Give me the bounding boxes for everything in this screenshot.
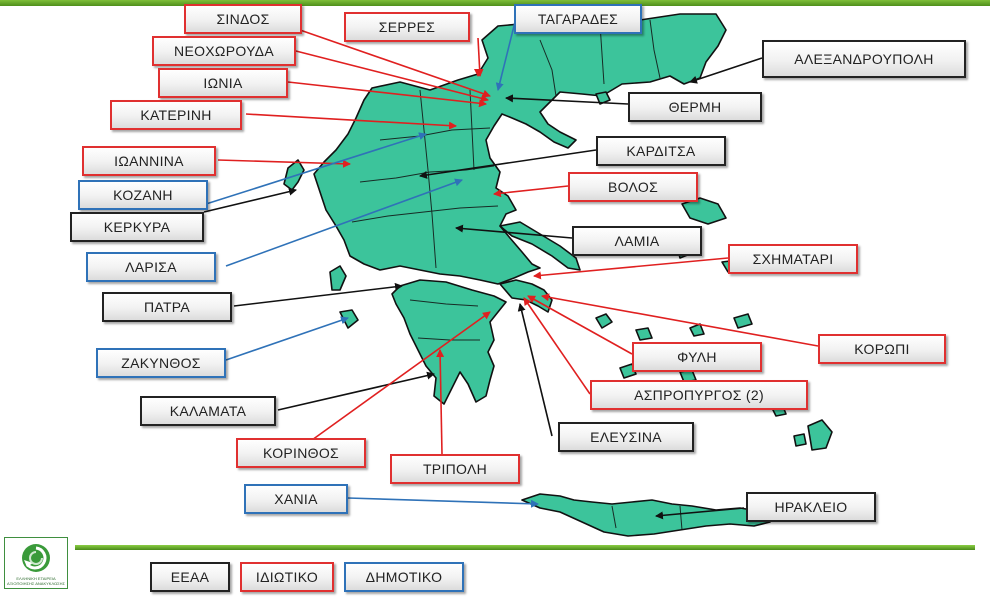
label-tagarades: ΤΑΓΑΡΑΔΕΣ xyxy=(514,4,642,34)
corfu-island xyxy=(283,159,305,191)
organization-logo: ΕΛΛΗΝΙΚΗ ΕΤΑΙΡΕΙΑ ΑΞΙΟΠΟΙΗΣΗΣ ΑΝΑΚΥΚΛΩΣΗ… xyxy=(4,537,68,589)
legend-municipal: ΔΗΜΟΤΙΚΟ xyxy=(344,562,464,592)
kefalonia-island xyxy=(329,265,347,291)
attica-region xyxy=(499,279,553,313)
label-tripoli: ΤΡΙΠΟΛΗ xyxy=(390,454,520,484)
label-sindos: ΣΙΝΔΟΣ xyxy=(184,4,302,34)
lesbos-island xyxy=(681,197,727,225)
dodecanese-island-2 xyxy=(793,433,807,447)
label-larisa: ΛΑΡΙΣΑ xyxy=(86,252,216,282)
label-irakleio: ΗΡΑΚΛΕΙΟ xyxy=(746,492,876,522)
label-fyli: ΦΥΛΗ xyxy=(632,342,762,372)
legend-eeaa: ΕΕΑΑ xyxy=(150,562,230,592)
label-patra: ΠΑΤΡΑ xyxy=(102,292,232,322)
cyclades-island-4 xyxy=(689,323,705,337)
label-zakynthos: ΖΑΚΥΝΘΟΣ xyxy=(96,348,226,378)
label-ioannina: ΙΩΑΝΝΙΝΑ xyxy=(82,146,216,176)
cyclades-island-5 xyxy=(733,313,753,329)
label-elefsina: ΕΛΕΥΣΙΝΑ xyxy=(558,422,694,452)
crete-island xyxy=(521,493,771,537)
label-thermi: ΘΕΡΜΗ xyxy=(628,92,762,122)
label-neochorouda: ΝΕΟΧΩΡΟΥΔΑ xyxy=(152,36,296,66)
legend-private: ΙΔΙΩΤΙΚΟ xyxy=(240,562,334,592)
top-green-bar xyxy=(0,0,990,6)
thasos-island xyxy=(595,91,611,105)
label-chania: ΧΑΝΙΑ xyxy=(244,484,348,514)
cyclades-island-2 xyxy=(635,327,653,341)
bottom-green-bar xyxy=(75,545,975,550)
label-kozani: ΚΟΖΑΝΗ xyxy=(78,180,208,210)
label-ionia: ΙΩΝΙΑ xyxy=(158,68,288,98)
rhodes-island xyxy=(807,419,833,451)
recycle-icon xyxy=(22,544,50,572)
label-volos: ΒΟΛΟΣ xyxy=(568,172,698,202)
label-lamia: ΛΑΜΙΑ xyxy=(572,226,702,256)
label-katerini: ΚΑΤΕΡΙΝΗ xyxy=(110,100,242,130)
label-alexandroupoli: ΑΛΕΞΑΝΔΡΟΥΠΟΛΗ xyxy=(762,40,966,78)
label-koropi: ΚΟΡΩΠΙ xyxy=(818,334,946,364)
label-schimatari: ΣΧΗΜΑΤΑΡΙ xyxy=(728,244,858,274)
logo-text: ΕΛΛΗΝΙΚΗ ΕΤΑΙΡΕΙΑ ΑΞΙΟΠΟΙΗΣΗΣ ΑΝΑΚΥΚΛΩΣΗ… xyxy=(7,576,65,586)
cyclades-island-1 xyxy=(595,313,613,329)
label-karditsa: ΚΑΡΔΙΤΣΑ xyxy=(596,136,726,166)
label-kalamata: ΚΑΛΑΜΑΤΑ xyxy=(140,396,276,426)
label-kerkyra: ΚΕΡΚΥΡΑ xyxy=(70,212,204,242)
label-aspropyrgos: ΑΣΠΡΟΠΥΡΓΟΣ (2) xyxy=(590,380,808,410)
label-serres: ΣΕΡΡΕΣ xyxy=(344,12,470,42)
mainland-region xyxy=(313,13,727,285)
label-korinthos: ΚΟΡΙΝΘΟΣ xyxy=(236,438,366,468)
